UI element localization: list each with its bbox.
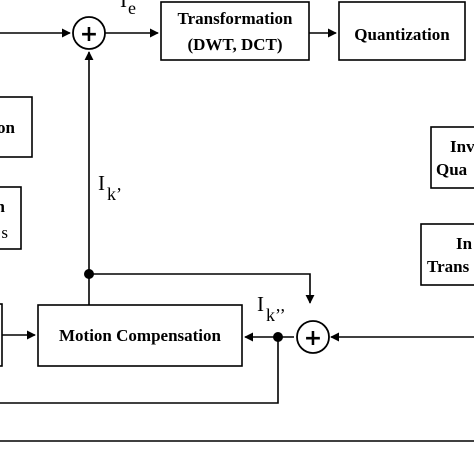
left-block-mid: on: [0, 96, 33, 158]
adder-top: +: [72, 16, 106, 50]
motion-compensation-block: Motion Compensation: [37, 304, 243, 367]
ik-double-prime-symbol: I: [257, 292, 264, 316]
transformation-label: Transformation: [178, 9, 293, 28]
ik-prime-subscript: k’: [107, 184, 122, 204]
left-block-mid-box: [0, 96, 33, 158]
quantization-label: Quantization: [354, 25, 450, 44]
transformation-box: [160, 1, 310, 61]
quantization-block: Quantization: [338, 1, 466, 61]
left-block-lower-text-1: n: [0, 197, 6, 216]
left-block-bottom-box: [0, 303, 3, 367]
adder-top-sign: +: [80, 22, 98, 47]
left-block-lower-box: [0, 186, 22, 250]
motion-compensation-label: Motion Compensation: [59, 326, 222, 345]
transformation-sublabel: (DWT, DCT): [187, 35, 282, 54]
signal-label-ik-double-prime: I k’’: [257, 292, 286, 325]
inverse-quantization-text-2: Qua: [436, 160, 468, 179]
frame-buffer-feedback-line: [0, 337, 279, 404]
left-block-lower-text-2: s: [1, 223, 8, 242]
quantization-box: [338, 1, 466, 61]
adder-bottom: +: [296, 320, 330, 354]
transformation-block: Transformation (DWT, DCT): [160, 1, 310, 61]
inverse-transform-text-1: In: [456, 234, 473, 253]
inverse-transform-block: In Trans: [420, 223, 474, 286]
motion-compensation-box: [37, 304, 243, 367]
inverse-transform-box: [420, 223, 474, 286]
left-block-lower: n s: [0, 186, 22, 250]
ik-double-prime-subscript: k’’: [266, 305, 286, 325]
left-block-mid-text: on: [0, 118, 16, 137]
signal-label-ik-prime: I k’: [98, 171, 122, 204]
ie-subscript: e: [128, 0, 136, 18]
inverse-transform-text-2: Trans: [427, 257, 470, 276]
inverse-quantization-text-1: Inv: [450, 137, 474, 156]
adder-bottom-sign: +: [304, 326, 322, 351]
ik-prime-symbol: I: [98, 171, 105, 195]
signal-label-ie: I e: [120, 0, 136, 18]
branch-to-bottom-adder: [89, 273, 315, 304]
ie-symbol: I: [120, 0, 127, 12]
inverse-quantization-block: Inv Qua: [430, 126, 474, 189]
adder-bottom-circle: [296, 320, 330, 354]
inverse-quantization-box: [430, 126, 474, 189]
